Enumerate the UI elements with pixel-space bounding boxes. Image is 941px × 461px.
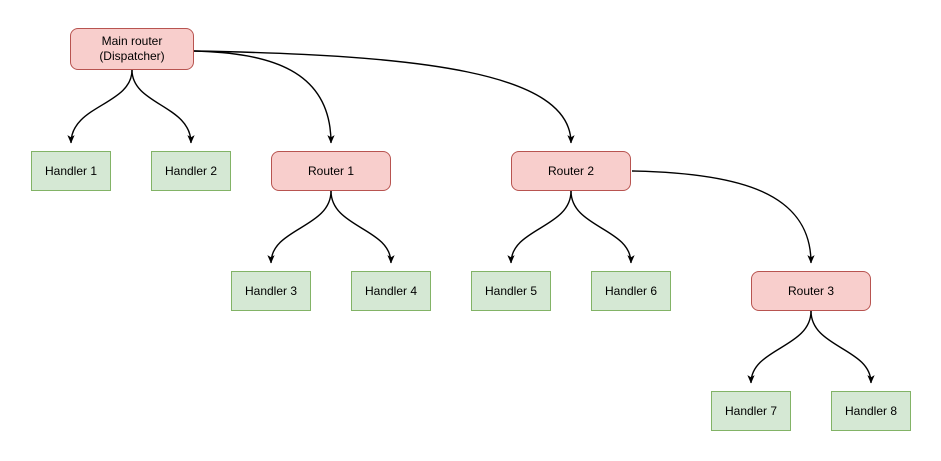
edge-main-router-to-handler-1 [67, 69, 133, 144]
edge-router-2-to-handler-6 [570, 190, 635, 264]
node-label: Handler 6 [604, 283, 658, 298]
node-label: Handler 3 [244, 283, 298, 298]
edge-router-1-to-handler-4 [330, 190, 395, 264]
node-label: Handler 7 [724, 403, 778, 418]
edge-main-router-to-router-2 [193, 50, 575, 144]
node-label: Router 1 [307, 163, 355, 178]
edge-main-router-to-handler-2 [131, 69, 195, 144]
node-label: Handler 2 [164, 163, 218, 178]
node-router-2[interactable]: Router 2 [511, 151, 631, 191]
node-handler-2[interactable]: Handler 2 [151, 151, 231, 191]
node-handler-7[interactable]: Handler 7 [711, 391, 791, 431]
edge-router-2-to-router-3 [631, 170, 815, 264]
node-handler-5[interactable]: Handler 5 [471, 271, 551, 311]
edge-router-2-to-handler-5 [507, 190, 572, 264]
node-label: Handler 4 [364, 283, 418, 298]
node-label: Main router (Dispatcher) [99, 34, 165, 63]
node-handler-1[interactable]: Handler 1 [31, 151, 111, 191]
node-handler-6[interactable]: Handler 6 [591, 271, 671, 311]
node-label: Handler 5 [484, 283, 538, 298]
node-label: Router 2 [547, 163, 595, 178]
node-main-router[interactable]: Main router (Dispatcher) [70, 28, 194, 70]
node-handler-8[interactable]: Handler 8 [831, 391, 911, 431]
node-label: Router 3 [787, 283, 835, 298]
edge-router-1-to-handler-3 [267, 190, 332, 264]
node-handler-3[interactable]: Handler 3 [231, 271, 311, 311]
node-label: Handler 1 [44, 163, 98, 178]
edge-main-router-to-router-1 [193, 50, 335, 144]
node-router-3[interactable]: Router 3 [751, 271, 871, 311]
node-label: Handler 8 [844, 403, 898, 418]
node-router-1[interactable]: Router 1 [271, 151, 391, 191]
node-handler-4[interactable]: Handler 4 [351, 271, 431, 311]
edge-router-3-to-handler-8 [810, 310, 875, 384]
edge-router-3-to-handler-7 [747, 310, 812, 384]
